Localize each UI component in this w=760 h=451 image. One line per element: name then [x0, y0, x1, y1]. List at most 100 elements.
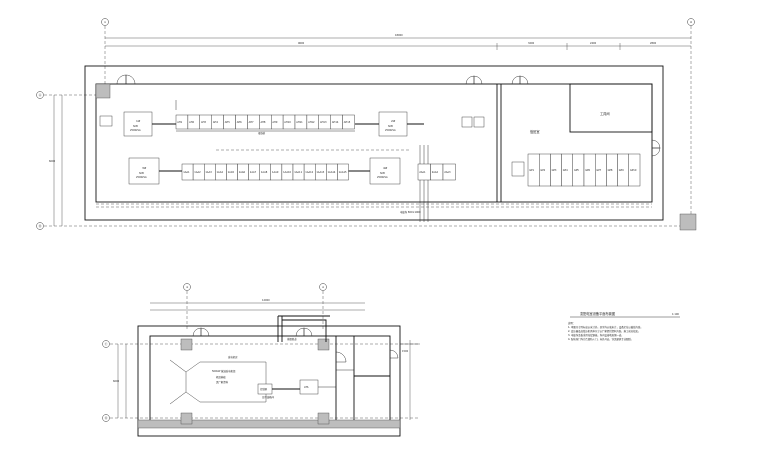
ats-panel: [299, 379, 319, 395]
cabinet-label: 1AA12: [305, 171, 313, 174]
svg-text:SCB: SCB: [388, 125, 393, 128]
left-small-cabinet: [99, 115, 113, 127]
cabinet-label: 1AA10: [283, 171, 291, 174]
cabinet-label: 1AA7: [250, 171, 257, 174]
svg-text:见厂家资料: 见厂家资料: [216, 380, 229, 384]
svg-text:1#: 1#: [136, 119, 141, 123]
cabinet-label: AH7: [249, 121, 254, 124]
svg-text:机组基础: 机组基础: [216, 375, 226, 379]
cabinet-label: AH9: [272, 121, 277, 124]
notes-title: 变配电室设备平面布置图: [580, 311, 615, 316]
cabinet-label: 1AA13: [316, 171, 324, 174]
store-room-label: 工具间: [600, 111, 610, 116]
door-top-1: [116, 74, 136, 85]
dim-seg-3: 2400: [590, 42, 597, 45]
door-top-2: [465, 75, 483, 85]
cabinet: [342, 114, 355, 130]
bottom-plan: ③ ④ 12000 Ⓒ Ⓓ 6000: [102, 283, 420, 437]
dim-height-bottom: 6000: [113, 380, 120, 383]
grid-bubble-3: [183, 283, 191, 291]
notes-line-2: 2. 变压器及高低压柜具体尺寸以厂家提供资料为准，施工前应核实。: [568, 329, 640, 333]
cabinet-label: AH5: [225, 121, 230, 124]
grid-label-a: Ⓐ: [39, 93, 42, 97]
cabinet-label: GP8: [608, 169, 613, 172]
cabinet-label: 1AA1: [183, 171, 190, 174]
cabinet-label: 2AA3: [444, 171, 451, 174]
top-plan: ① ② 18000 9600 3200 2400 2800 Ⓐ Ⓑ 6000: [36, 18, 697, 231]
svg-text:2500kVA: 2500kVA: [385, 129, 396, 132]
dim-height-top: 6000: [49, 160, 56, 163]
grid-label-d: Ⓓ: [105, 416, 108, 420]
grid-bubble-b: [36, 222, 44, 230]
cabinet-label: AH4: [213, 121, 218, 124]
door-top-3: [511, 75, 529, 85]
gen-room-label: 发电机房: [228, 355, 238, 359]
bus-label: 母线桥: [258, 131, 266, 135]
smoke-pipe: [277, 315, 330, 342]
cabinet-label: AH6: [237, 121, 242, 124]
svg-text:2500kVA: 2500kVA: [377, 176, 388, 179]
cabinet-label: GP9: [619, 169, 624, 172]
svg-text:2#: 2#: [391, 119, 396, 123]
door-gen-2: [295, 327, 313, 337]
dim-seg-4: 2800: [650, 42, 657, 45]
svg-text:500kW 柴油发电机组: 500kW 柴油发电机组: [212, 369, 236, 373]
grid-bubble-c: [102, 340, 110, 348]
cabinet-label: AH15: [344, 121, 351, 124]
cabinet-label: 1AA9: [272, 171, 279, 174]
dim-total-bottom: 12000: [262, 299, 270, 302]
cabinet-label: 1AA4: [217, 171, 224, 174]
grid-label-3: ③: [186, 286, 189, 289]
cabinet-label: AH2: [189, 121, 194, 124]
cabinet: [628, 153, 641, 187]
svg-text:ATS: ATS: [304, 386, 309, 389]
cabinet-label: 1AA15: [339, 171, 347, 174]
cabinet-label: AH11: [296, 121, 303, 124]
door-right: [651, 139, 661, 157]
bottom-wall-hatch: [137, 419, 401, 429]
svg-text:控制屏: 控制屏: [260, 387, 268, 391]
cabinet-label: GP7: [596, 169, 601, 172]
svg-text:4#: 4#: [383, 166, 388, 170]
grid-label-4: ④: [322, 286, 325, 289]
dim-seg-1: 9600: [298, 42, 305, 45]
trench-label: 电缆沟 800×1000: [400, 210, 421, 214]
cabinet-label: 1AA2: [194, 171, 201, 174]
cabinet-label: GP5: [574, 169, 579, 172]
notes-block: 变配电室设备平面布置图 1:100 说明： 1. 本图尺寸除标高以米计外，其余均…: [568, 311, 680, 341]
smoke-label: 排烟管道: [287, 337, 297, 341]
grid-bubble-right: [687, 18, 695, 26]
door-gen-1: [192, 327, 210, 337]
oil-label: 日用油箱间: [262, 395, 275, 399]
cabinet-label: 1AA8: [261, 171, 268, 174]
svg-text:3#: 3#: [142, 166, 147, 170]
cabinet-label: GP10: [630, 169, 637, 172]
grid-bubble-left: [101, 18, 109, 26]
duty-room-label: 值班室: [530, 129, 540, 134]
cabinet-label: AH3: [201, 121, 206, 124]
transformer-1: 1# SCB 2500kVA: [123, 111, 153, 137]
cabinet-label: 1AA6: [239, 171, 246, 174]
cabinet-label: AH13: [320, 121, 327, 124]
cabinet-label: GP4: [563, 169, 568, 172]
cabinet-label: GP3: [552, 169, 557, 172]
cabinet-label: GP2: [540, 169, 545, 172]
door-right-bottom: [389, 349, 399, 359]
cabinet-label: 1AA3: [205, 171, 212, 174]
grid-bubble-a: [36, 91, 44, 99]
notes-scale: 1:100: [672, 313, 679, 316]
cabinet-label: AH1: [177, 121, 182, 124]
svg-text:SCB: SCB: [133, 125, 138, 128]
cabinet: [337, 163, 349, 181]
svg-text:SCB: SCB: [380, 172, 385, 175]
transformer-2: 2# SCB 2500kVA: [378, 111, 408, 137]
cabinet-label: 1AA11: [294, 171, 302, 174]
notes-line-3: 3. 电缆沟盖板采用花纹钢板，沟内设接地扁钢一道。: [568, 333, 624, 337]
transformer-3: 3# SCB 2500kVA: [128, 157, 160, 185]
notes-line-4: 4. 配电室门均为乙级防火门，向外开启，详见建筑专业图纸。: [568, 337, 633, 341]
notes-heading: 说明：: [568, 321, 575, 325]
